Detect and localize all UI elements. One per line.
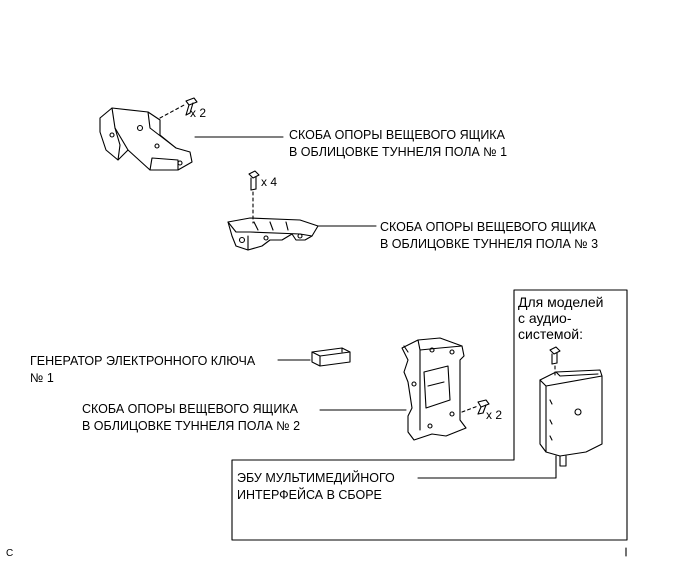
label-bracket-no1: СКОБА ОПОРЫ ВЕЩЕВОГО ЯЩИКА В ОБЛИЦОВКЕ Т… <box>289 127 507 161</box>
inset-title-line1: Для моделей <box>518 294 604 310</box>
label-bracket-no3-line1: СКОБА ОПОРЫ ВЕЩЕВОГО ЯЩИКА <box>380 220 596 234</box>
label-ecu-line1: ЭБУ МУЛЬТИМЕДИЙНОГО <box>237 471 395 485</box>
label-bracket-no3: СКОБА ОПОРЫ ВЕЩЕВОГО ЯЩИКА В ОБЛИЦОВКЕ Т… <box>380 219 598 253</box>
inset-title: Для моделей с аудио- системой: <box>518 294 604 342</box>
bracket-no1-drawing <box>99 107 193 171</box>
label-bracket-no2: СКОБА ОПОРЫ ВЕЩЕВОГО ЯЩИКА В ОБЛИЦОВКЕ Т… <box>82 401 300 435</box>
label-key-generator: ГЕНЕРАТОР ЭЛЕКТРОННОГО КЛЮЧА № 1 <box>30 353 255 387</box>
leader-ecu <box>417 455 557 479</box>
bolt-qty-bracket2: x 2 <box>486 408 503 422</box>
ecu-screw-drawing <box>549 346 561 377</box>
figure-code: C <box>6 548 14 559</box>
label-bracket-no3-line2: В ОБЛИЦОВКЕ ТУННЕЛЯ ПОЛА № 3 <box>380 237 599 251</box>
inset-title-line2: с аудио- <box>518 310 572 326</box>
bracket-no2-drawing <box>401 337 467 441</box>
bolt-qty-bracket3: x 4 <box>261 175 278 189</box>
bolt-qty-bracket1: x 2 <box>190 106 207 120</box>
bracket-no3-drawing <box>227 217 319 251</box>
label-key-generator-line2: № 1 <box>30 371 54 385</box>
label-bracket-no1-line2: В ОБЛИЦОВКЕ ТУННЕЛЯ ПОЛА № 1 <box>289 145 508 159</box>
label-bracket-no2-line2: В ОБЛИЦОВКЕ ТУННЕЛЯ ПОЛА № 2 <box>82 419 301 433</box>
ecu-inset-frame <box>231 289 628 541</box>
label-bracket-no2-line1: СКОБА ОПОРЫ ВЕЩЕВОГО ЯЩИКА <box>82 402 298 416</box>
bolt-bracket2-drawing <box>461 399 490 415</box>
bolt-bracket1-drawing <box>159 97 198 119</box>
label-ecu-line2: ИНТЕРФЕЙСА В СБОРЕ <box>237 488 382 502</box>
label-ecu: ЭБУ МУЛЬТИМЕДИЙНОГО ИНТЕРФЕЙСА В СБОРЕ <box>237 470 395 504</box>
inset-title-line3: системой: <box>518 326 583 342</box>
ecu-unit-drawing <box>539 369 603 467</box>
label-bracket-no1-line1: СКОБА ОПОРЫ ВЕЩЕВОГО ЯЩИКА <box>289 128 505 142</box>
key-generator-drawing <box>311 347 351 367</box>
label-key-generator-line1: ГЕНЕРАТОР ЭЛЕКТРОННОГО КЛЮЧА <box>30 354 256 368</box>
bolt-bracket3-drawing <box>248 170 260 224</box>
